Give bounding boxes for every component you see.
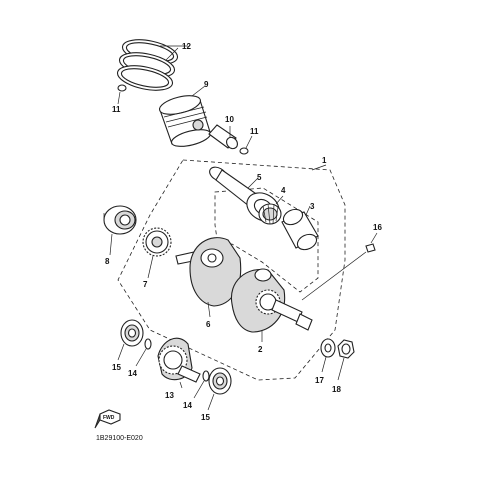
callout-5: 5 (257, 173, 262, 182)
callout-2: 2 (258, 345, 263, 354)
callout-1: 1 (322, 156, 327, 165)
piston (158, 95, 212, 147)
washer-17 (320, 338, 336, 358)
callout-17: 17 (315, 376, 324, 385)
circlip-part (117, 84, 127, 92)
callout-7: 7 (143, 280, 148, 289)
callout-3: 3 (310, 202, 315, 211)
bearing-left (103, 205, 137, 235)
piston-pin (208, 124, 238, 150)
assembly-boundary (117, 159, 346, 381)
fwd-label: FWD (103, 415, 115, 421)
callout-14-right: 14 (183, 401, 192, 410)
crank-pin (281, 208, 319, 251)
callout-11-lower: 11 (250, 127, 259, 136)
callout-4: 4 (281, 186, 286, 195)
callout-9: 9 (204, 80, 209, 89)
callout-14-left: 14 (128, 369, 137, 378)
fwd-arrow-icon (94, 409, 121, 429)
callout-15-left: 15 (112, 363, 121, 372)
crank-gear (142, 227, 172, 257)
callout-8: 8 (105, 257, 110, 266)
callout-13: 13 (165, 391, 174, 400)
callout-15-right: 15 (201, 413, 210, 422)
washer-14-left (144, 338, 152, 350)
callout-18: 18 (332, 385, 341, 394)
callout-11-upper: 11 (112, 105, 121, 114)
nut-18 (337, 339, 355, 359)
balancer-shaft (157, 337, 201, 383)
bearing-15-left (120, 319, 144, 347)
callout-10: 10 (225, 115, 234, 124)
connecting-rod-subgroup-boundary (214, 187, 319, 293)
callout-16: 16 (373, 223, 382, 232)
callout-6: 6 (206, 320, 211, 329)
crank-web-left (175, 237, 242, 307)
callout-12: 12 (182, 42, 191, 51)
washer-14-right (202, 370, 210, 382)
diagram-code: 1B29100-E020 (96, 435, 143, 442)
woodruff-key (365, 243, 376, 253)
needle-bearing (258, 203, 282, 225)
piston-rings (116, 39, 179, 91)
crank-web-right (230, 268, 313, 333)
circlip-part-2 (239, 147, 249, 155)
bearing-15-right (208, 367, 232, 395)
